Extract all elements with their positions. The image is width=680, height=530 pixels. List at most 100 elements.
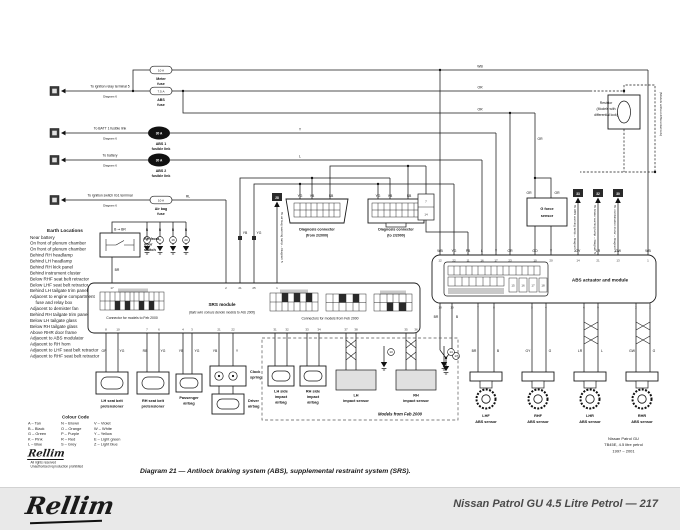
- srs-connector-a: [99, 288, 165, 311]
- earth-locations-title: Earth Locations: [47, 228, 83, 234]
- models-from-feb2000-group: LH side impact airbag RH side impact air…: [261, 337, 459, 421]
- vehicle-model: Nissan Patrol GU: [608, 436, 639, 442]
- twisted-pair-wires: [345, 321, 651, 361]
- pin-number: 7: [477, 306, 479, 310]
- wire-colour-label: WB: [477, 65, 483, 69]
- no-diff-lock-note: (Models without differential lock): [659, 92, 663, 136]
- abs-connector: 15 16 17 18: [443, 261, 549, 297]
- pin-number: 38: [354, 328, 358, 332]
- component-label: RH: [413, 394, 419, 398]
- srs-conn-a-label: Connector for models to Feb 2000: [106, 316, 158, 320]
- wire-colour-label: LR: [578, 349, 583, 353]
- srs-conn-b-label: Connectors for models from Feb 2000: [301, 317, 358, 321]
- colour-code-title: Colour Code: [62, 414, 89, 420]
- fuse-rating: 10 A: [158, 198, 165, 202]
- pin-number: 6: [583, 306, 585, 310]
- pin-number: 8: [105, 328, 107, 332]
- colour-code-item: R – Red: [61, 436, 76, 442]
- pin-number: 17: [494, 259, 498, 263]
- wire-colour-label: GW: [615, 249, 622, 253]
- g-sensor-label: sensor: [541, 214, 554, 218]
- link-label: ABS 2: [156, 169, 167, 173]
- fuse-label: fuse: [157, 82, 164, 86]
- earth-location-item: Adjacent to LHF seat belt retractor: [30, 347, 99, 353]
- pin-number: 1: [649, 306, 651, 310]
- earth-location-item: Behind RH headlamp: [30, 252, 73, 258]
- sensor-label: RHR: [638, 414, 646, 418]
- diagram-caption: Diagram 21 — Antilock braking system (AB…: [140, 467, 411, 475]
- fuse-rating: 10 A: [158, 68, 165, 72]
- wire-colour-label: YB: [310, 194, 315, 198]
- pin-number: 21: [596, 259, 600, 263]
- component-label: airbag: [183, 402, 195, 406]
- earth-location-item: Near battery: [30, 234, 55, 240]
- ref-diagram: Diagram 6: [103, 164, 117, 168]
- abs-sensor: RHR ABS sensor: [625, 371, 659, 424]
- fuse-rating: 7.5 A: [157, 89, 165, 93]
- earth-location-number: 19: [171, 238, 175, 242]
- earth-location-number: 9: [159, 238, 161, 242]
- component-label: airbag: [248, 405, 260, 409]
- wire-colour-label: L: [481, 249, 483, 253]
- wire-colour-label: B: [497, 349, 500, 353]
- wire-colour-label: OR: [526, 191, 532, 195]
- diag-label: Diagnosis connector: [299, 228, 335, 232]
- pin-number: 16: [521, 284, 525, 288]
- colour-code-item: K – Pink: [28, 436, 43, 442]
- ref-icon: [49, 128, 60, 138]
- colour-code-item: O – Orange: [61, 426, 82, 431]
- ref-label: To BATT 1 fusible link: [94, 127, 127, 131]
- colour-code-item: Z – Light blue: [94, 442, 118, 447]
- pin-number: 10: [533, 259, 537, 263]
- vehicle-info-box: Nissan Patrol GU TB45E, 4.5 litre petrol…: [576, 436, 671, 455]
- component-label: Clock: [250, 370, 261, 374]
- component-label: Driver: [248, 399, 259, 403]
- pin-number: 20: [549, 259, 553, 263]
- wire-colour-label: RB: [143, 349, 148, 353]
- component-label: Passenger: [179, 396, 199, 400]
- pin-number: 22: [452, 259, 456, 263]
- wire-colour-label: GY: [576, 249, 582, 253]
- ref-label: To ignition switch IG1 terminal: [87, 194, 132, 198]
- colour-code-item: N – Brown: [61, 421, 80, 426]
- pin-number: 19: [450, 306, 454, 310]
- ref-label: To battery: [103, 154, 118, 158]
- colour-code-item: V – Violet: [94, 421, 111, 426]
- wire-colour-label: YG: [161, 349, 166, 353]
- earth-location-item: Below RHF seat belt retractor: [30, 276, 90, 282]
- rotated-ref-label: To air bag warning lamp – Diagram 5: [280, 212, 284, 263]
- component-label: pretensioner: [142, 405, 166, 409]
- rh-impact-sensor: RH impact sensor: [395, 369, 437, 403]
- wire-change-note: B ⇒ BR: [114, 228, 126, 232]
- colour-code-item: A – Tan: [28, 421, 41, 426]
- rights-line: Unauthorised reproduction prohibited: [30, 465, 84, 469]
- pin-number: 1: [276, 286, 278, 290]
- pin-number: 18: [438, 306, 442, 310]
- vehicle-engine: TB45E, 4.5 litre petrol: [604, 442, 643, 448]
- abs-sensor: RHF ABS sensor: [521, 371, 555, 424]
- sub-connector: 7 14: [417, 193, 435, 221]
- wire-colour-label: WB: [645, 249, 651, 253]
- component-label: spring: [250, 376, 262, 380]
- pin-number: 10: [116, 328, 120, 332]
- g-sensor-label: G force: [540, 207, 553, 211]
- wire-colour-label: B: [456, 315, 459, 319]
- earth-location-item: Adjacent to RHF seat belt retractor: [30, 353, 100, 359]
- earth-location-item: On front of plenum chamber: [30, 240, 87, 246]
- component-label: RH side: [306, 390, 320, 394]
- earth-location-item: Behind instrument cluster: [30, 270, 81, 276]
- rotated-ref-label: To combination meter – Diagram 5: [613, 205, 617, 253]
- earth-location-number: 14: [449, 350, 453, 354]
- wire-colour-label: GY: [526, 349, 532, 353]
- rh-side-airbag: RH side impact airbag: [299, 365, 327, 405]
- colour-code-item: G – Green: [28, 431, 47, 437]
- resistor-label: Resistor: [600, 101, 613, 105]
- diagnosis-connector-to-2000: Diagnosis connector (to 2/2000): [367, 198, 425, 238]
- component-label: LH side: [274, 390, 288, 394]
- component-label: airbag: [275, 401, 287, 405]
- sensor-label: LHF: [482, 414, 490, 418]
- wire-colour-label: SB: [407, 194, 412, 198]
- wire-colour-label: YG: [298, 194, 303, 198]
